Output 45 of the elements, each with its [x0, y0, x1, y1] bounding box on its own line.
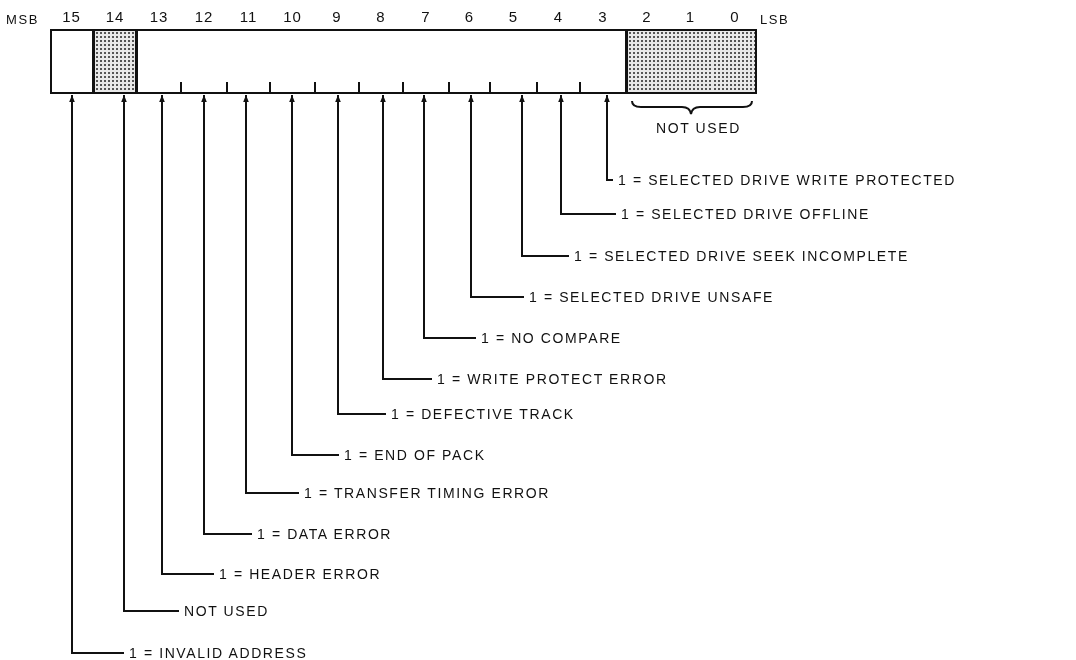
- bit-number: 14: [104, 8, 126, 26]
- arrow: [421, 94, 477, 339]
- arrow: [558, 94, 617, 215]
- bit-number: 11: [238, 8, 259, 26]
- bit-description: 1 = HEADER ERROR: [214, 566, 382, 582]
- bit-description: 1 = DEFECTIVE TRACK: [386, 406, 575, 422]
- bit-description: 1 = TRANSFER TIMING ERROR: [299, 485, 550, 501]
- bit-number: 15: [61, 8, 82, 26]
- bit-number: 0: [729, 8, 741, 26]
- bit-number: 6: [463, 8, 476, 26]
- bit-description: 1 = END OF PACK: [339, 447, 486, 463]
- arrow: [243, 94, 300, 494]
- bit-number: 12: [193, 8, 215, 26]
- arrow: [519, 94, 570, 257]
- bit-number: 10: [282, 8, 303, 26]
- bit-number: 5: [507, 8, 520, 26]
- bit-number: 13: [148, 8, 170, 26]
- bit-description: 1 = DATA ERROR: [252, 526, 393, 542]
- bit-description: 1 = SELECTED DRIVE OFFLINE: [616, 206, 870, 222]
- arrow: [69, 94, 125, 654]
- bit-number: 2: [641, 8, 653, 26]
- bit-description: 1 = SELECTED DRIVE UNSAFE: [524, 289, 774, 305]
- bit-number: 4: [552, 8, 565, 26]
- bit-description: 1 = NO COMPARE: [476, 330, 622, 346]
- bit-number: 1: [684, 8, 697, 26]
- arrow: [121, 94, 180, 612]
- bit-description: NOT USED: [179, 603, 269, 619]
- bit-number: 9: [331, 8, 343, 26]
- bit-number: 3: [597, 8, 609, 26]
- arrow: [201, 94, 253, 535]
- arrow: [468, 94, 525, 298]
- bit-description: NOT USED: [656, 120, 741, 136]
- arrow: [604, 94, 614, 181]
- bit-description: 1 = INVALID ADDRESS: [124, 645, 308, 660]
- arrow: [335, 94, 387, 415]
- bit-number: 8: [375, 8, 387, 26]
- arrow: [159, 94, 215, 575]
- bit-number: 7: [420, 8, 432, 26]
- bit-description: 1 = WRITE PROTECT ERROR: [432, 371, 668, 387]
- arrow: [380, 94, 433, 380]
- bit-description: 1 = SELECTED DRIVE SEEK INCOMPLETE: [569, 248, 909, 264]
- bit-description: 1 = SELECTED DRIVE WRITE PROTECTED: [613, 172, 956, 188]
- arrow: [289, 94, 340, 456]
- register-end-label: LSB: [760, 12, 790, 28]
- register-end-label: MSB: [6, 12, 39, 28]
